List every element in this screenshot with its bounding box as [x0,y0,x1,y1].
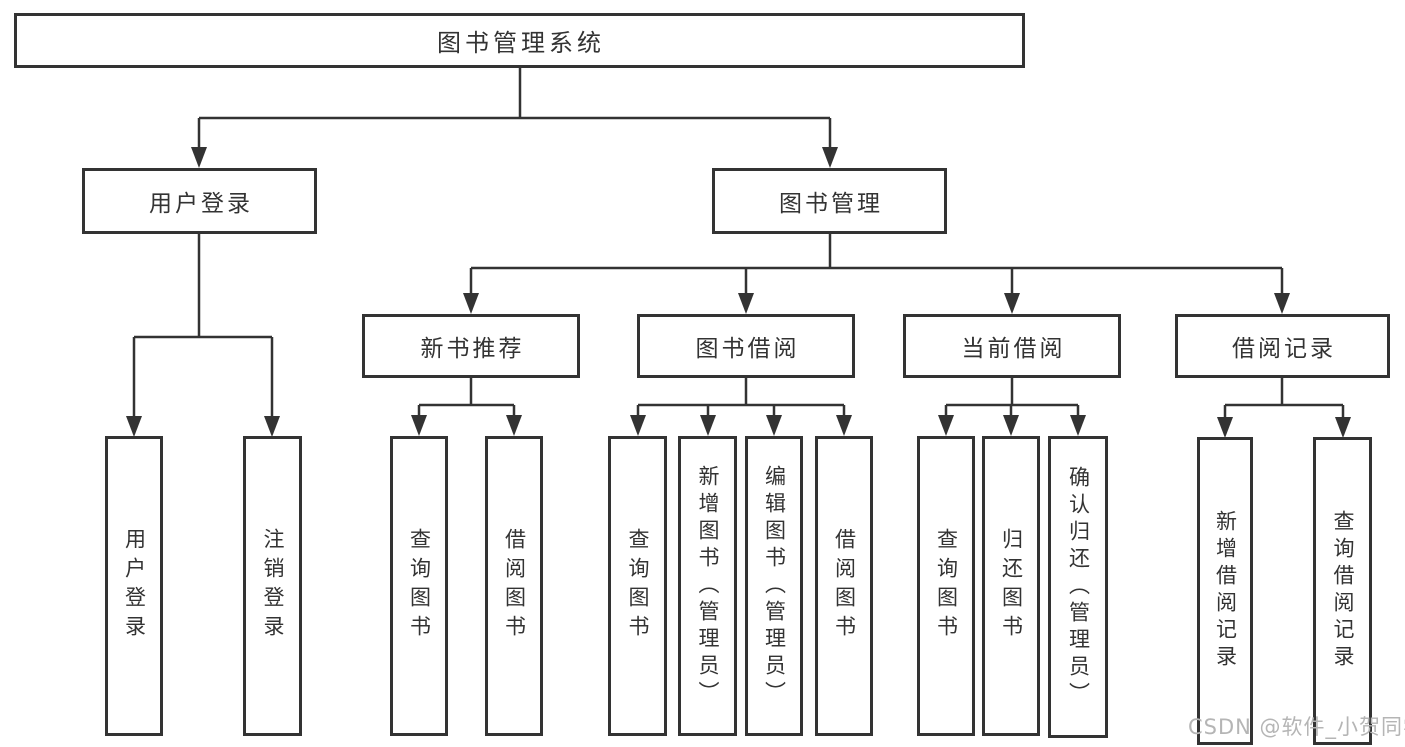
arrowhead-icon [411,415,427,436]
leaf-return-books: 归还图书 [982,436,1040,736]
leaf-logout-label: 注销登录 [261,528,285,644]
arrowhead-icon [1274,293,1290,314]
arrowhead-icon [126,416,142,437]
arrowhead-icon [630,415,646,436]
leaf-user-login: 用户登录 [105,436,163,736]
leaf-query-books-3: 查询图书 [917,436,975,736]
node-book-borrow-label: 图书借阅 [695,336,800,362]
arrowhead-icon [822,147,838,168]
node-new-books: 新书推荐 [362,314,580,378]
arrowhead-icon [264,416,280,437]
arrowhead-icon [506,415,522,436]
node-root: 图书管理系统 [14,13,1025,68]
node-new-books-label: 新书推荐 [420,336,525,362]
leaf-add-book-admin: 新增图书（管理员） [678,436,737,736]
watermark: CSDN @软件_小贺同学 [1188,715,1405,739]
node-root-label: 图书管理系统 [437,29,605,57]
arrowhead-icon [836,415,852,436]
leaf-query-borrow-record-label: 查询借阅记录 [1331,510,1355,672]
leaf-borrow-books-2: 借阅图书 [815,436,873,736]
node-book-borrow: 图书借阅 [637,314,855,378]
arrowhead-icon [463,293,479,314]
node-current-borrow: 当前借阅 [903,314,1121,378]
node-book-mgmt: 图书管理 [712,168,947,234]
leaf-user-login-label: 用户登录 [122,528,147,644]
arrowhead-icon [938,415,954,436]
leaf-confirm-return-admin: 确认归还（管理员） [1048,436,1108,738]
leaf-borrow-books-1: 借阅图书 [485,436,543,736]
arrowhead-icon [1070,415,1086,436]
arrowhead-icon [738,293,754,314]
leaf-borrow-books-2-label: 借阅图书 [832,528,857,644]
leaf-logout: 注销登录 [243,436,302,736]
node-borrow-records: 借阅记录 [1175,314,1390,378]
node-current-borrow-label: 当前借阅 [961,336,1066,362]
leaf-query-books-1: 查询图书 [390,436,448,736]
leaf-edit-book-admin-label: 编辑图书（管理员） [762,464,787,708]
leaf-add-book-admin-label: 新增图书（管理员） [696,464,720,708]
arrowhead-icon [1003,415,1019,436]
arrowhead-icon [700,415,716,436]
leaf-query-books-2-label: 查询图书 [626,528,650,644]
leaf-return-books-label: 归还图书 [999,528,1024,644]
leaf-edit-book-admin: 编辑图书（管理员） [745,436,803,736]
leaf-add-borrow-record: 新增借阅记录 [1197,437,1253,745]
node-user-login: 用户登录 [82,168,317,234]
leaf-query-books-1-label: 查询图书 [407,528,432,644]
arrowhead-icon [1004,293,1020,314]
leaf-add-borrow-record-label: 新增借阅记录 [1213,510,1238,672]
arrowhead-icon [191,147,207,168]
arrowhead-icon [766,415,782,436]
leaf-query-books-2: 查询图书 [608,436,667,736]
leaf-query-books-3-label: 查询图书 [934,528,959,644]
leaf-confirm-return-admin-label: 确认归还（管理员） [1066,465,1091,709]
leaf-query-borrow-record: 查询借阅记录 [1313,437,1372,745]
leaf-borrow-books-1-label: 借阅图书 [502,528,527,644]
node-borrow-records-label: 借阅记录 [1232,336,1336,362]
arrowhead-icon [1335,417,1351,438]
node-book-mgmt-label: 图书管理 [779,191,883,217]
node-user-login-label: 用户登录 [149,191,253,217]
arrowhead-icon [1217,417,1233,438]
